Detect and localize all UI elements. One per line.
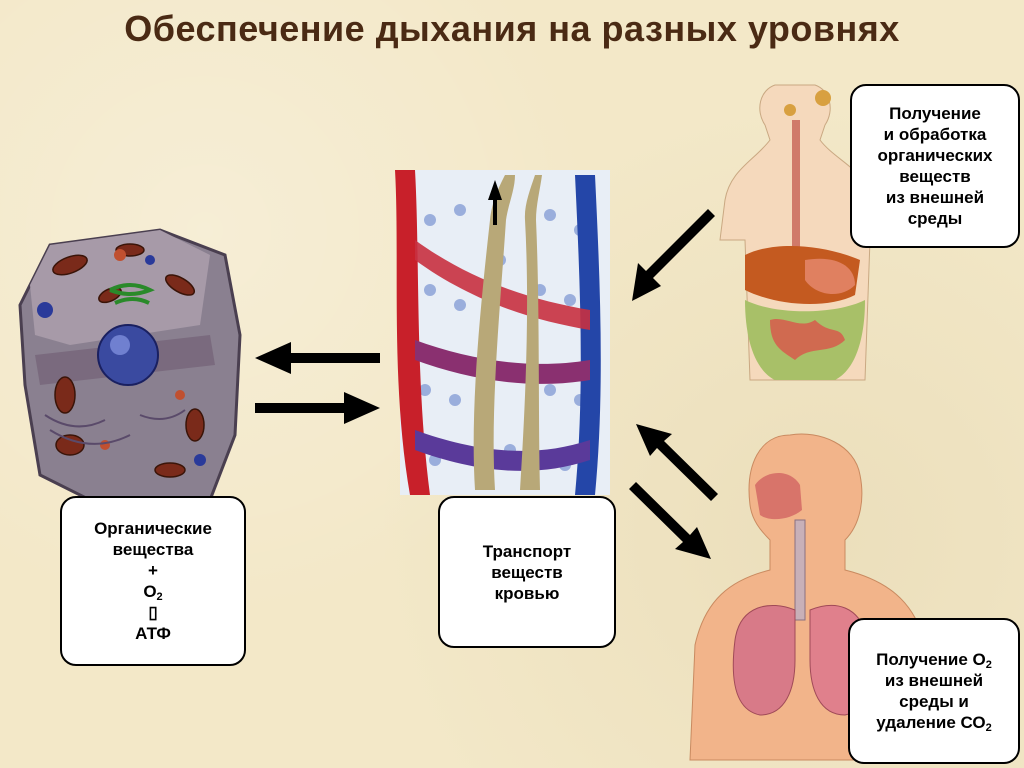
cell-illustration [18,228,242,507]
blood-transport-box: Транспорт веществ кровью [438,496,616,648]
capillary-illustration [395,170,610,495]
transport-box-line2: веществ [491,562,563,582]
digestion-box-line3: органических [877,146,993,165]
breathing-box-line3: среды и [899,692,969,711]
cell-box-line6: АТФ [135,624,171,643]
transport-box-line1: Транспорт [482,541,572,561]
breathing-box: Получение О2 из внешней среды и удаление… [848,618,1020,764]
digestive-system-illustration [719,84,876,381]
page-title: Обеспечение дыхания на разных уровнях [124,8,900,49]
digestion-box-line6: среды [907,209,963,228]
cell-box-line1: Органические [94,519,212,538]
digestion-box: Получение и обработка органических вещес… [850,84,1020,248]
arrow-from-lungs-icon [629,482,711,559]
breathing-box-line4: удаление СО2 [876,713,992,734]
cell-box-line4: О2 [143,582,163,603]
digestion-box-line2: и обработка [883,125,987,144]
transport-box-line3: кровью [494,583,560,603]
breathing-box-line2: из внешней [884,671,984,690]
digestion-box-line5: из внешней [885,188,985,207]
cell-box-line2: вещества [112,540,194,559]
cell-box-line5: ▯ [148,603,158,622]
digestion-box-line4: веществ [899,167,971,186]
arrow-from-digestion-icon [632,209,715,301]
arrow-to-cell-icon [255,342,380,374]
cell-box-line3: + [148,561,158,580]
breathing-box-line1: Получение О2 [876,650,992,671]
digestion-box-line1: Получение [889,104,981,123]
arrow-from-cell-icon [255,392,380,424]
cell-metabolism-box: Органические вещества + О2 ▯ АТФ [60,496,246,666]
arrow-to-lungs-icon [636,424,718,501]
